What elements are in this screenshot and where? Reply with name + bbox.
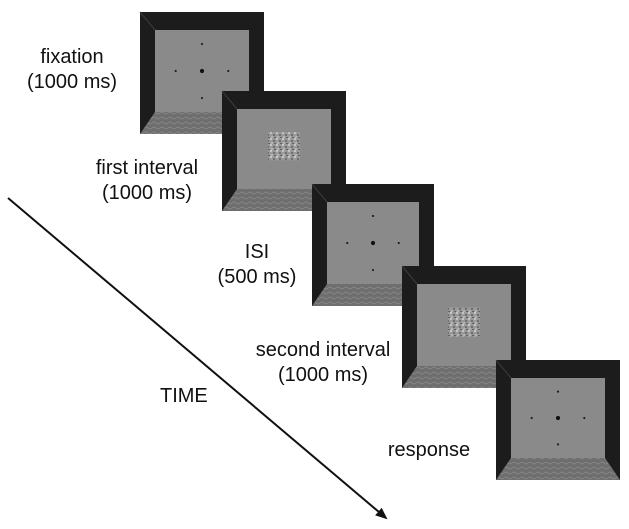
screen-response-edge	[495, 359, 512, 379]
screen-second-interval-floor	[402, 366, 526, 388]
screen-response-placeholder-dot	[530, 416, 533, 420]
stage-duration-fixation: (1000 ms)	[26, 71, 118, 93]
screen-response-fixation-dot	[555, 415, 561, 421]
screen-fixation-placeholder-dot	[174, 69, 177, 73]
screen-response-placeholder-dot	[583, 416, 586, 420]
stage-name-isi: ISI	[244, 241, 270, 263]
screen-isi	[311, 183, 434, 306]
screen-response-floor	[496, 458, 620, 480]
screen-first-interval-edge	[221, 90, 238, 110]
screen-isi-edge	[311, 183, 328, 203]
screen-fixation-placeholder-dot	[200, 42, 204, 46]
stage-label-second-interval: second interval (1000 ms)	[243, 338, 403, 388]
time-axis-label: TIME	[160, 385, 208, 407]
screen-second-interval	[401, 265, 526, 388]
screen-first-interval-texture-patch	[268, 132, 300, 161]
screen-fixation	[139, 11, 264, 134]
screen-fixation-edge	[139, 11, 156, 31]
screen-response-placeholder-dot	[556, 390, 560, 393]
screen-isi-fixation-dot	[370, 240, 376, 246]
screen-response-placeholder-dot	[556, 443, 560, 446]
screen-second-interval-edge	[401, 265, 418, 285]
screen-fixation-placeholder-dot	[227, 69, 230, 73]
stage-label-first-interval: first interval (1000 ms)	[78, 156, 216, 206]
stimulus-screens	[139, 11, 620, 480]
stage-label-isi: ISI (500 ms)	[210, 240, 304, 290]
stage-name-first-interval: first interval	[95, 157, 199, 179]
screen-isi-placeholder-dot	[371, 268, 375, 272]
screen-isi-placeholder-dot	[371, 214, 375, 218]
stage-duration-isi: (500 ms)	[217, 266, 297, 288]
time-arrow	[7, 197, 388, 520]
stage-label-response: response	[383, 438, 475, 463]
screen-fixation-fixation-dot	[199, 68, 205, 74]
screen-isi-placeholder-dot	[346, 241, 349, 245]
stage-label-fixation: fixation (1000 ms)	[20, 45, 124, 95]
stage-name-response: response	[387, 439, 471, 461]
screen-fixation-placeholder-dot	[200, 96, 204, 100]
screen-isi-placeholder-dot	[397, 241, 400, 245]
stage-name-fixation: fixation	[40, 46, 104, 68]
screen-second-interval-texture-patch	[448, 307, 480, 337]
stage-duration-first-interval: (1000 ms)	[101, 182, 193, 204]
stage-name-second-interval: second interval	[255, 339, 391, 361]
screen-response	[495, 359, 620, 480]
stage-duration-second-interval: (1000 ms)	[277, 364, 369, 386]
